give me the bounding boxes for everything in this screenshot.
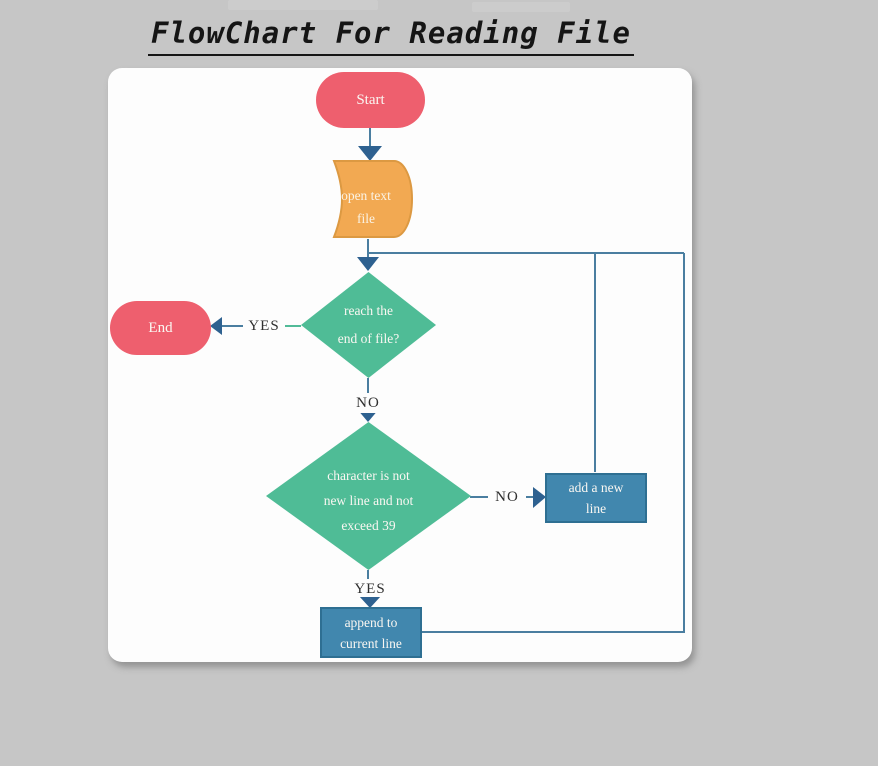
arrowhead-into-end: [210, 317, 222, 335]
node-addline-line1: add a new: [568, 480, 624, 495]
node-addline-line2: line: [585, 501, 607, 516]
arrowhead-into-append: [359, 596, 381, 608]
node-append-line1: append to: [344, 614, 398, 630]
node-eof-line1: reach the: [343, 303, 394, 318]
node-start: Start: [316, 72, 425, 128]
edge-label-char-yes: YES: [349, 579, 391, 597]
node-open-file-line1: open text: [341, 188, 391, 203]
edge-label-eof-no: NO: [349, 393, 387, 413]
node-open-file-line2: file: [357, 211, 375, 226]
arrowhead-into-eof-decision: [357, 257, 379, 271]
node-char-line2: new line and not: [323, 492, 414, 508]
node-append-line2: current line: [340, 635, 402, 651]
page-title: FlowChart For Reading File: [148, 16, 634, 56]
node-add-new-line: add a new line: [545, 473, 647, 523]
node-char-line1: character is not: [327, 467, 410, 483]
node-append-line: append to current line: [320, 607, 422, 658]
node-end-label: End: [148, 319, 173, 336]
cylinder-shape: [332, 160, 414, 238]
node-start-label: Start: [356, 91, 385, 108]
node-eof-line2: end of file?: [337, 331, 400, 346]
screen-artifact: [472, 2, 570, 12]
node-char-line3: exceed 39: [341, 517, 396, 533]
arrowhead-into-openfile: [358, 146, 382, 161]
node-open-file-shape: [332, 160, 414, 238]
arrowhead-into-addline: [533, 487, 546, 508]
node-end: End: [110, 301, 211, 355]
screen-artifact: [228, 0, 378, 10]
node-open-file: open text file: [324, 184, 408, 230]
edge-label-eof-yes: YES: [243, 316, 285, 336]
edge-label-char-no: NO: [488, 487, 526, 507]
